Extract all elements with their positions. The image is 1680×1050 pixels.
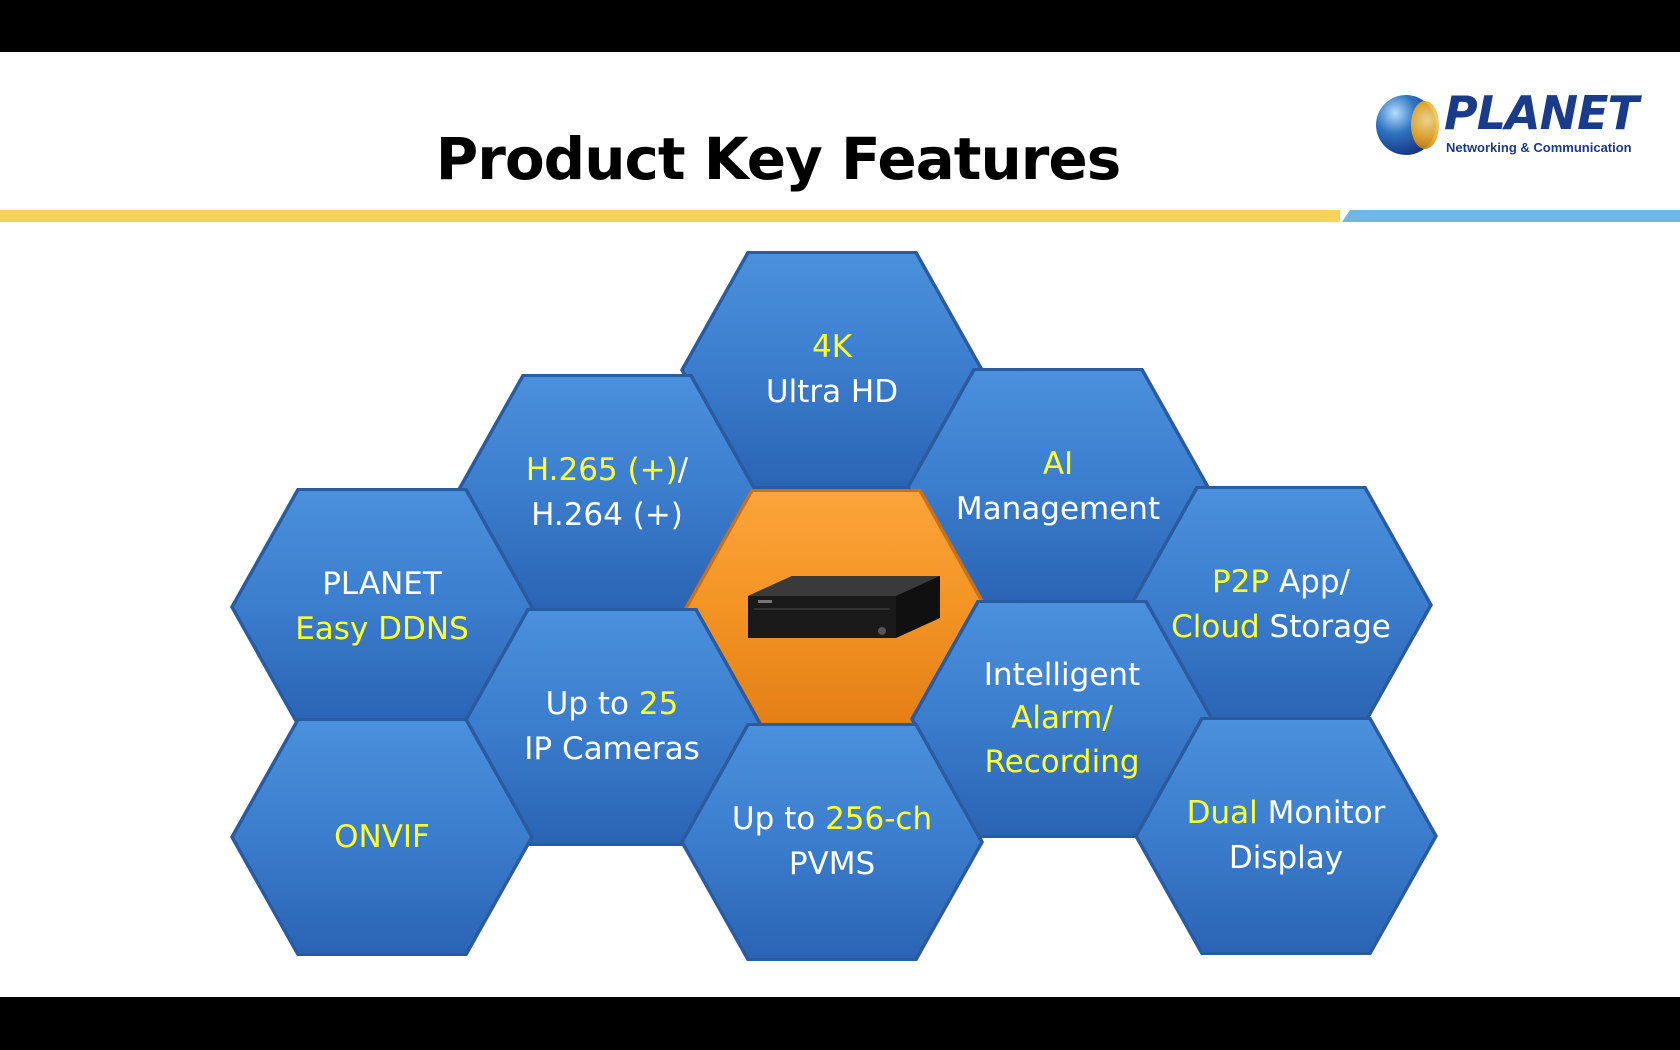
hex-highlight-text: Dual bbox=[1187, 795, 1258, 831]
hex-highlight-text: H.265 (+) bbox=[526, 452, 678, 488]
hex-highlight-text: 256-ch bbox=[825, 801, 932, 837]
hex-label-line: 4K bbox=[684, 325, 980, 370]
hex-label-line: P2P App/ bbox=[1133, 560, 1429, 605]
hex-label-line: IP Cameras bbox=[464, 727, 760, 772]
hex-highlight-text: P2P bbox=[1212, 564, 1269, 600]
hex-label: ONVIF bbox=[234, 815, 530, 860]
hex-label-line: ONVIF bbox=[234, 815, 530, 860]
hex-label-line: Dual Monitor bbox=[1138, 791, 1434, 836]
hex-label: H.265 (+)/ H.264 (+) bbox=[459, 448, 755, 538]
hex-plain-text: / bbox=[678, 452, 688, 488]
hex-label-line: Easy DDNS bbox=[234, 607, 530, 652]
hex-highlight-text: 25 bbox=[639, 686, 678, 722]
hex-label: P2P App/ Cloud Storage bbox=[1133, 560, 1429, 650]
hex-label-line: Up to 25 bbox=[464, 682, 760, 727]
hex-label-line: Cloud Storage bbox=[1133, 605, 1429, 650]
hex-label-line: PLANET bbox=[234, 562, 530, 607]
hex-label-line: Management bbox=[910, 487, 1206, 532]
hex-label-line: H.265 (+)/ bbox=[459, 448, 755, 493]
hex-label: Dual Monitor Display bbox=[1138, 791, 1434, 881]
hex-label-line: Ultra HD bbox=[684, 370, 980, 415]
hex-label-line: Recording bbox=[914, 741, 1210, 784]
hex-label-line: Intelligent bbox=[914, 654, 1210, 697]
hex-highlight-text: Cloud bbox=[1171, 609, 1260, 645]
hex-label-line: H.264 (+) bbox=[459, 493, 755, 538]
hex-label-line: Alarm/ bbox=[914, 697, 1210, 740]
hex-plain-text: Up to bbox=[732, 801, 825, 837]
hex-plain-text: Monitor bbox=[1258, 795, 1386, 831]
hex-label: Intelligent Alarm/ Recording bbox=[914, 654, 1210, 784]
hex-label: Up to 25 IP Cameras bbox=[464, 682, 760, 772]
feature-hexagon-grid: 4K Ultra HD H.265 (+)/ H.264 (+) AI Mana… bbox=[0, 52, 1680, 997]
hex-label: Up to 256-ch PVMS bbox=[684, 797, 980, 887]
hex-label-line: Display bbox=[1138, 836, 1434, 881]
nvr-device-icon bbox=[728, 574, 940, 644]
hex-label-line: AI bbox=[910, 442, 1206, 487]
hex-label: PLANET Easy DDNS bbox=[234, 562, 530, 652]
hex-plain-text: App/ bbox=[1269, 564, 1350, 600]
hex-plain-text: Storage bbox=[1260, 609, 1391, 645]
hex-label-line: PVMS bbox=[684, 842, 980, 887]
hex-plain-text: Up to bbox=[546, 686, 639, 722]
hex-label-line: Up to 256-ch bbox=[684, 797, 980, 842]
presentation-slide: Product Key Features PLANET Networking &… bbox=[0, 52, 1680, 997]
hex-label: AI Management bbox=[910, 442, 1206, 532]
hex-label: 4K Ultra HD bbox=[684, 325, 980, 415]
